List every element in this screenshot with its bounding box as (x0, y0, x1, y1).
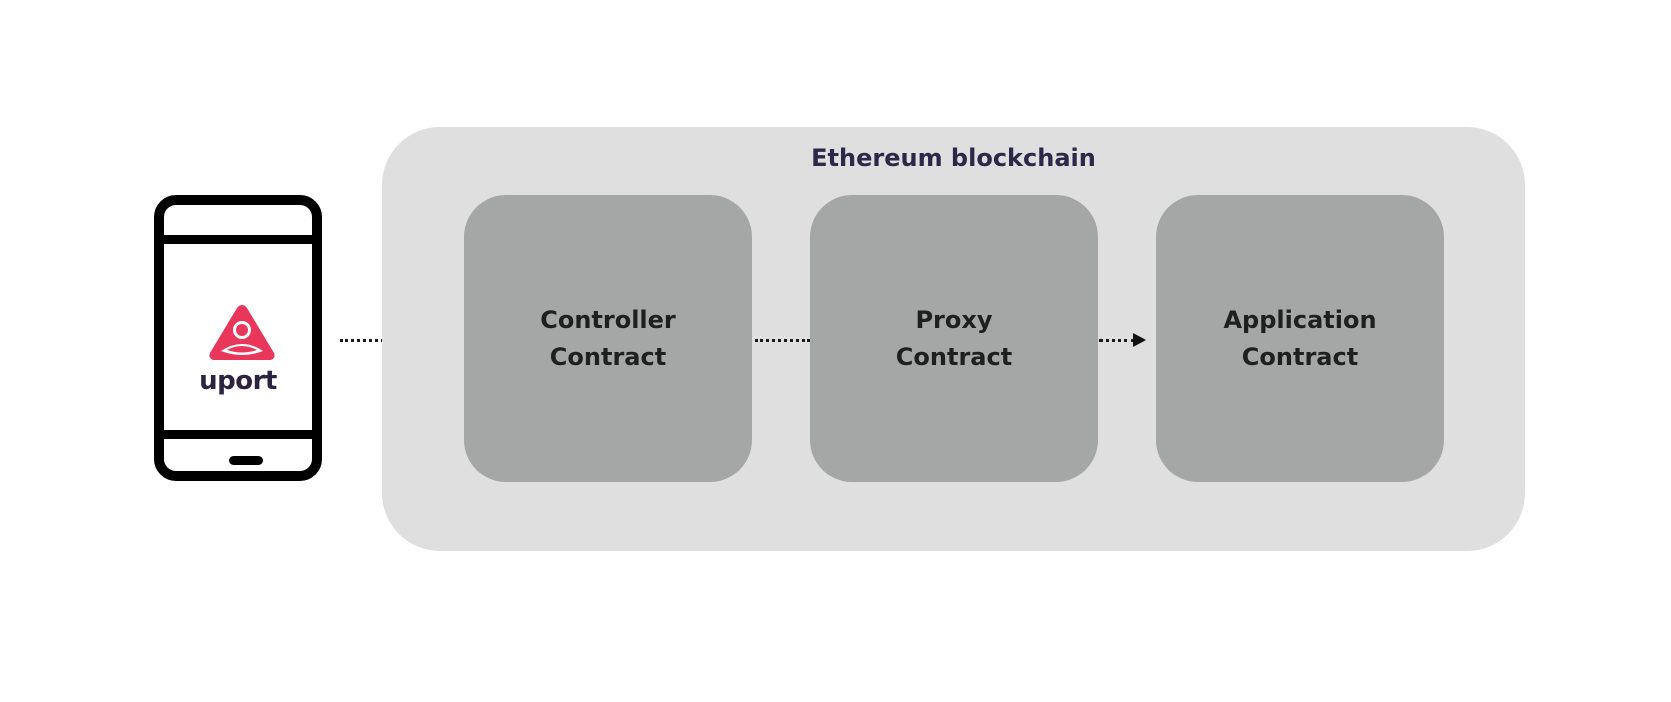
phone-home-button (229, 456, 263, 465)
phone-bottom-bar (164, 430, 312, 439)
contract-label-line1: Proxy (915, 306, 993, 334)
blockchain-title: Ethereum blockchain (811, 144, 1096, 172)
smartphone-icon: uport (154, 195, 322, 481)
proxy-contract-box: Proxy Contract (810, 195, 1098, 482)
arrow-head-icon (1133, 333, 1146, 347)
uport-logo-icon (209, 305, 275, 360)
phone-top-bar (164, 235, 312, 244)
contract-label-line1: Application (1223, 306, 1377, 334)
application-contract-box: Application Contract (1156, 195, 1444, 482)
contract-label-line2: Contract (1241, 343, 1359, 371)
contract-label-line2: Contract (895, 343, 1013, 371)
contract-label-line1: Controller (540, 306, 676, 334)
connector-proxy-application (1099, 339, 1135, 342)
connector-controller-proxy (755, 339, 810, 342)
contract-label: Proxy Contract (810, 302, 1098, 376)
contract-label: Application Contract (1156, 302, 1444, 376)
contract-label-line2: Contract (549, 343, 667, 371)
uport-wordmark: uport (199, 366, 277, 396)
controller-contract-box: Controller Contract (464, 195, 752, 482)
contract-label: Controller Contract (464, 302, 752, 376)
